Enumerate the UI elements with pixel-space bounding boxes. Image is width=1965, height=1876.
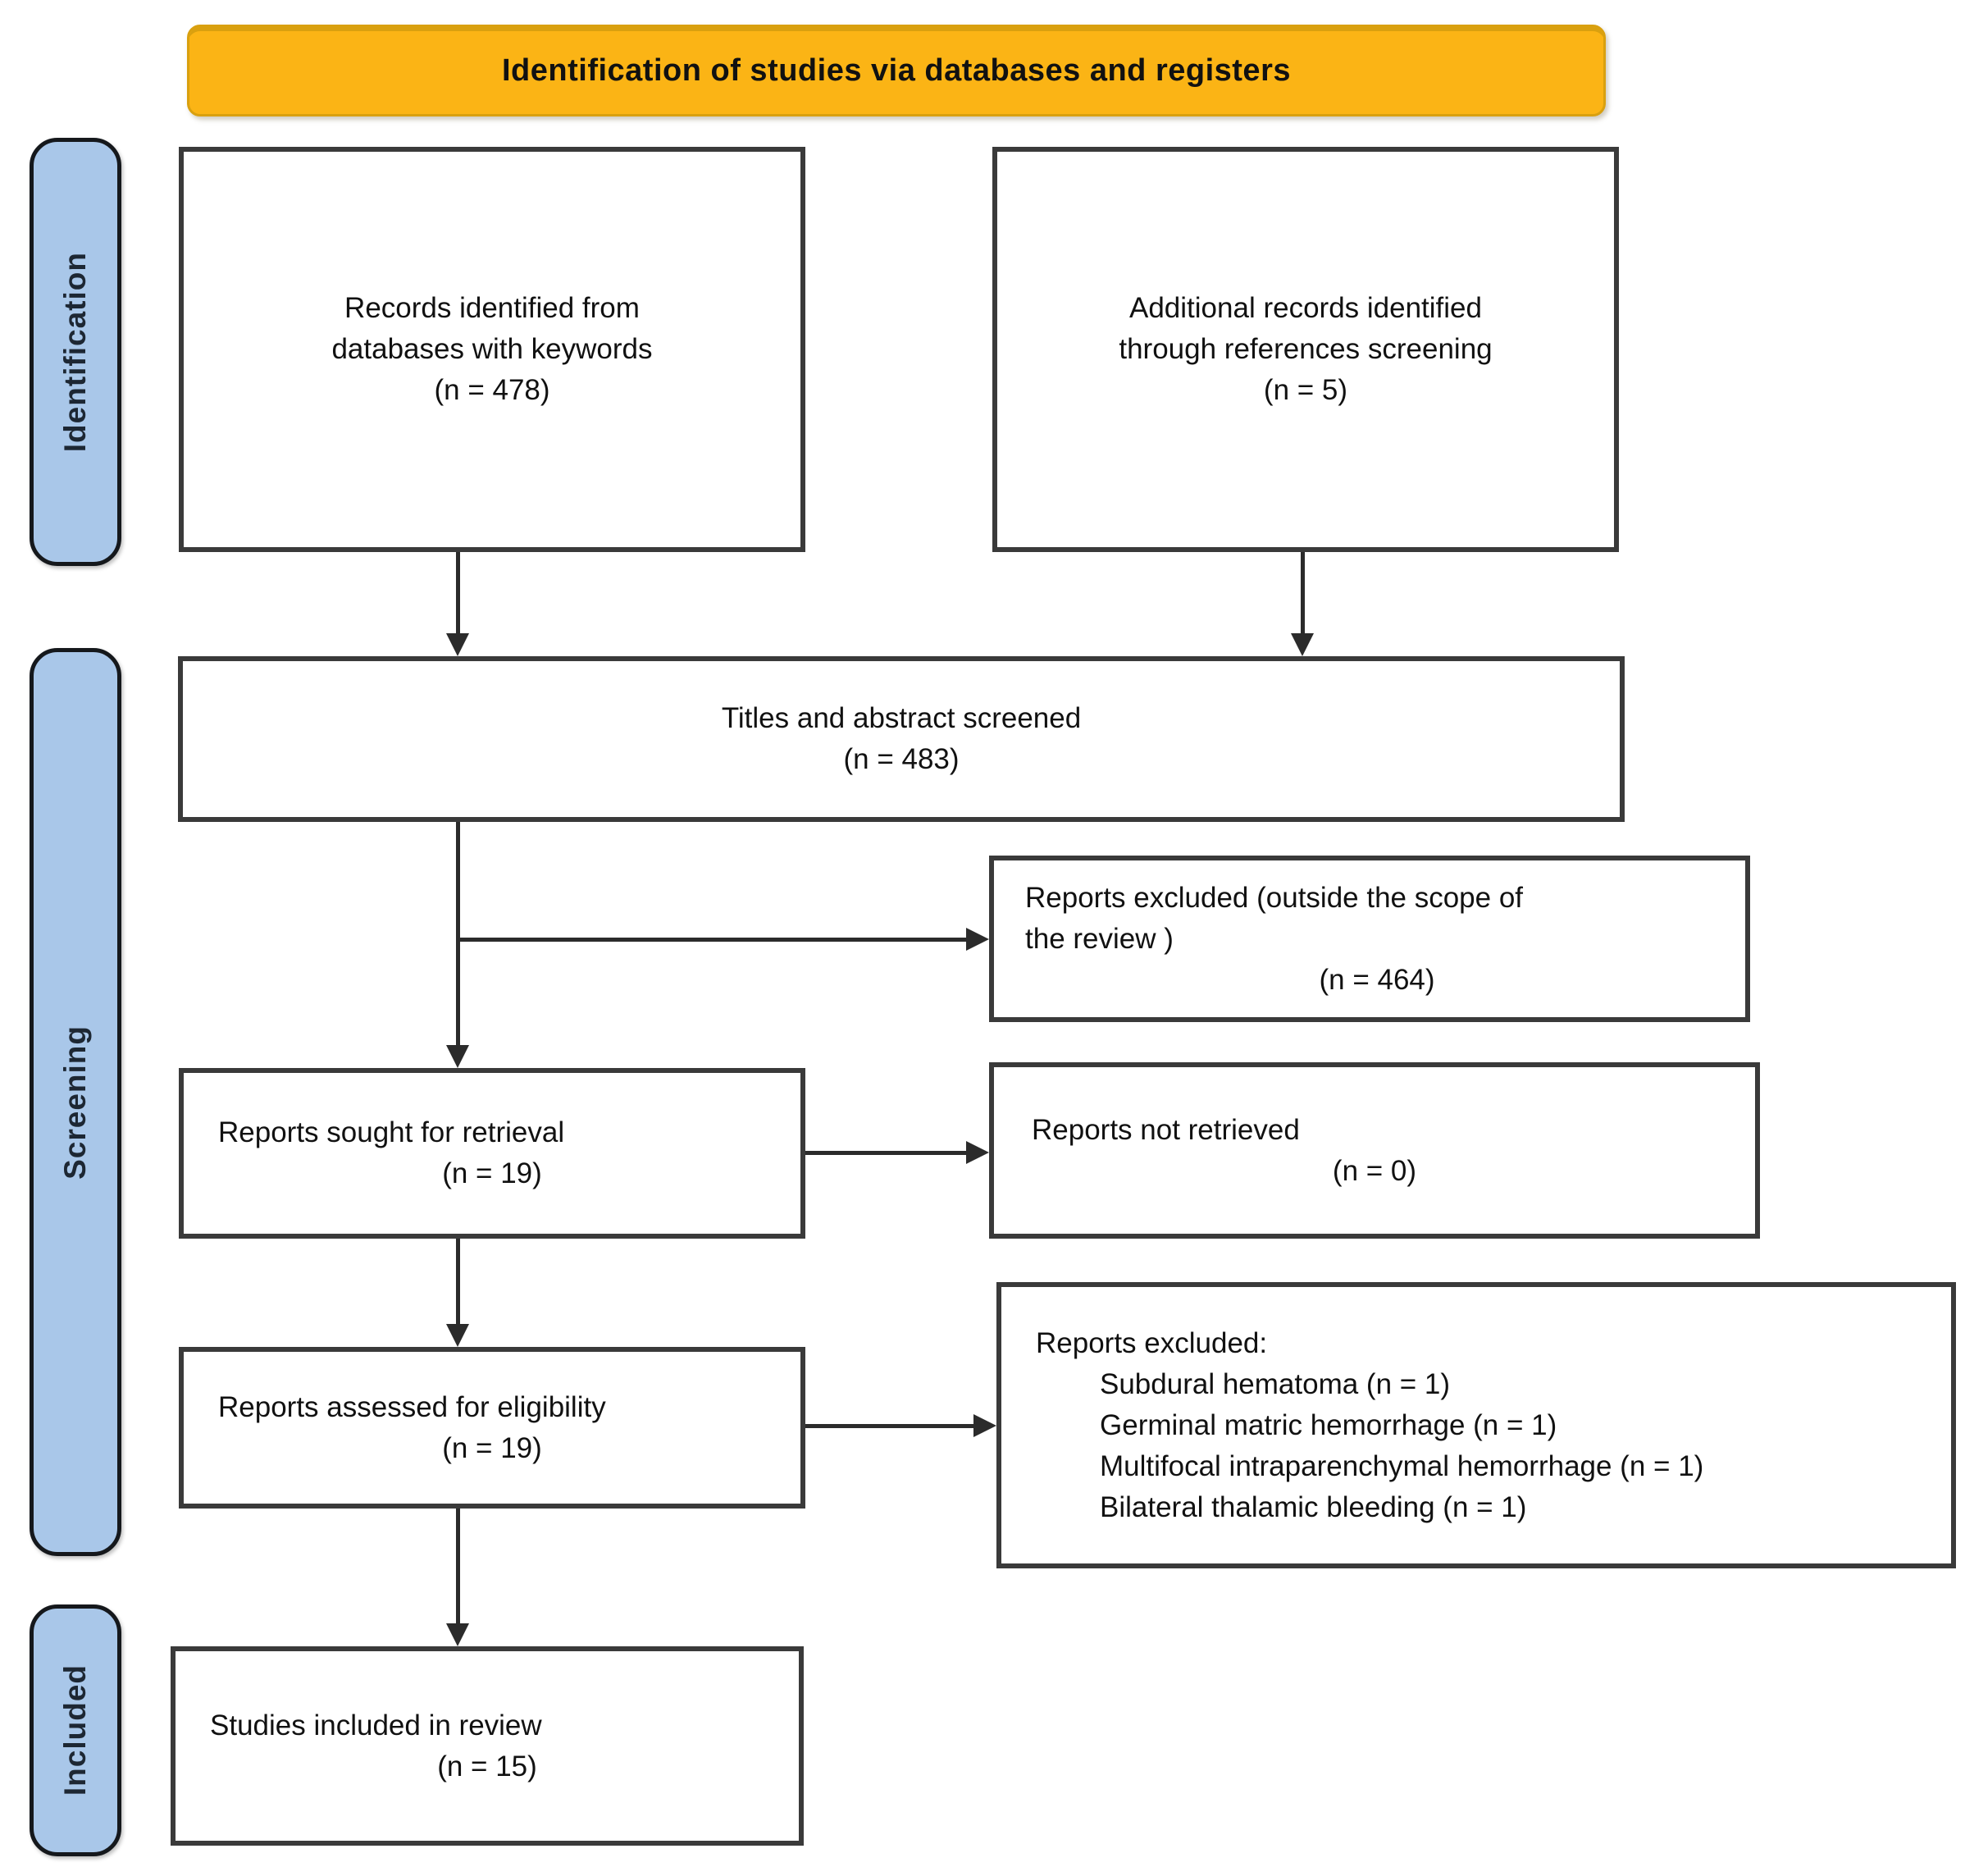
box-additional-line2: through references screening: [1119, 333, 1493, 365]
stage-rail-screening: Screening: [30, 648, 121, 1556]
exclusion-reason-item: Bilateral thalamic bleeding (n = 1): [1100, 1490, 1527, 1523]
arrow-records-to-screened-line: [456, 552, 460, 634]
box-records-line2: databases with keywords: [331, 333, 653, 365]
arrow-screened-to-sought-line: [456, 822, 460, 1045]
box-records-identified: Records identified from databases with k…: [179, 147, 805, 552]
box-records-line1: Records identified from: [344, 292, 640, 324]
box-not-retrieved-count: (n = 0): [1332, 1154, 1417, 1187]
box-excluded-scope-count: (n = 464): [1319, 963, 1435, 996]
arrow-assessed-to-excluded-head: [973, 1414, 996, 1437]
box-sought-count: (n = 19): [442, 1157, 542, 1189]
arrow-sought-to-assessed-line: [456, 1239, 460, 1324]
arrow-screened-to-excluded-line: [458, 938, 966, 942]
box-excluded-reasons-title: Reports excluded:: [1036, 1326, 1268, 1359]
stage-rail-included: Included: [30, 1604, 121, 1856]
box-included-count: (n = 15): [437, 1750, 537, 1782]
box-included-line1: Studies included in review: [210, 1709, 542, 1741]
arrow-additional-to-screened-line: [1301, 552, 1305, 634]
box-reports-excluded-scope: Reports excluded (outside the scope of t…: [989, 856, 1750, 1022]
stage-label-screening: Screening: [58, 1025, 92, 1180]
box-records-count: (n = 478): [434, 374, 550, 406]
arrow-records-to-screened-head: [446, 633, 469, 656]
arrow-assessed-to-included-line: [456, 1509, 460, 1623]
exclusion-reason-item: Multifocal intraparenchymal hemorrhage (…: [1100, 1449, 1704, 1482]
box-additional-count: (n = 5): [1263, 374, 1348, 406]
arrow-assessed-to-excluded-line: [805, 1424, 973, 1428]
arrow-screened-to-sought-head: [446, 1045, 469, 1068]
box-reports-assessed: Reports assessed for eligibility (n = 19…: [179, 1347, 805, 1509]
box-reports-sought: Reports sought for retrieval (n = 19): [179, 1068, 805, 1239]
exclusion-reason-item: Subdural hematoma (n = 1): [1100, 1367, 1451, 1400]
exclusion-reason-item: Germinal matric hemorrhage (n = 1): [1100, 1408, 1557, 1441]
box-excluded-scope-line1: Reports excluded (outside the scope of: [1025, 881, 1524, 914]
arrow-assessed-to-included-head: [446, 1623, 469, 1646]
box-excluded-scope-line2: the review ): [1025, 922, 1174, 955]
arrow-additional-to-screened-head: [1291, 633, 1314, 656]
arrow-sought-to-notretrieved-line: [805, 1151, 966, 1155]
stage-rail-identification: Identification: [30, 138, 121, 566]
box-screened-count: (n = 483): [843, 743, 960, 775]
box-assessed-count: (n = 19): [442, 1431, 542, 1464]
box-additional-records: Additional records identified through re…: [992, 147, 1619, 552]
banner-title-text: Identification of studies via databases …: [502, 52, 1291, 88]
box-additional-line1: Additional records identified: [1129, 292, 1482, 324]
stage-label-included: Included: [58, 1664, 92, 1796]
box-reports-excluded-reasons: Reports excluded: Subdural hematoma (n =…: [996, 1282, 1956, 1568]
box-not-retrieved-line1: Reports not retrieved: [1032, 1113, 1300, 1146]
arrow-sought-to-notretrieved-head: [966, 1141, 989, 1164]
box-titles-abstract-screened: Titles and abstract screened (n = 483): [178, 656, 1625, 822]
arrow-sought-to-assessed-head: [446, 1324, 469, 1347]
banner-title: Identification of studies via databases …: [187, 25, 1606, 116]
stage-label-identification: Identification: [58, 251, 92, 453]
box-studies-included: Studies included in review (n = 15): [171, 1646, 804, 1846]
box-assessed-line1: Reports assessed for eligibility: [218, 1390, 606, 1423]
box-sought-line1: Reports sought for retrieval: [218, 1116, 565, 1148]
arrow-screened-to-excluded-head: [966, 928, 989, 951]
box-reports-not-retrieved: Reports not retrieved (n = 0): [989, 1062, 1760, 1239]
box-screened-line1: Titles and abstract screened: [721, 702, 1082, 734]
